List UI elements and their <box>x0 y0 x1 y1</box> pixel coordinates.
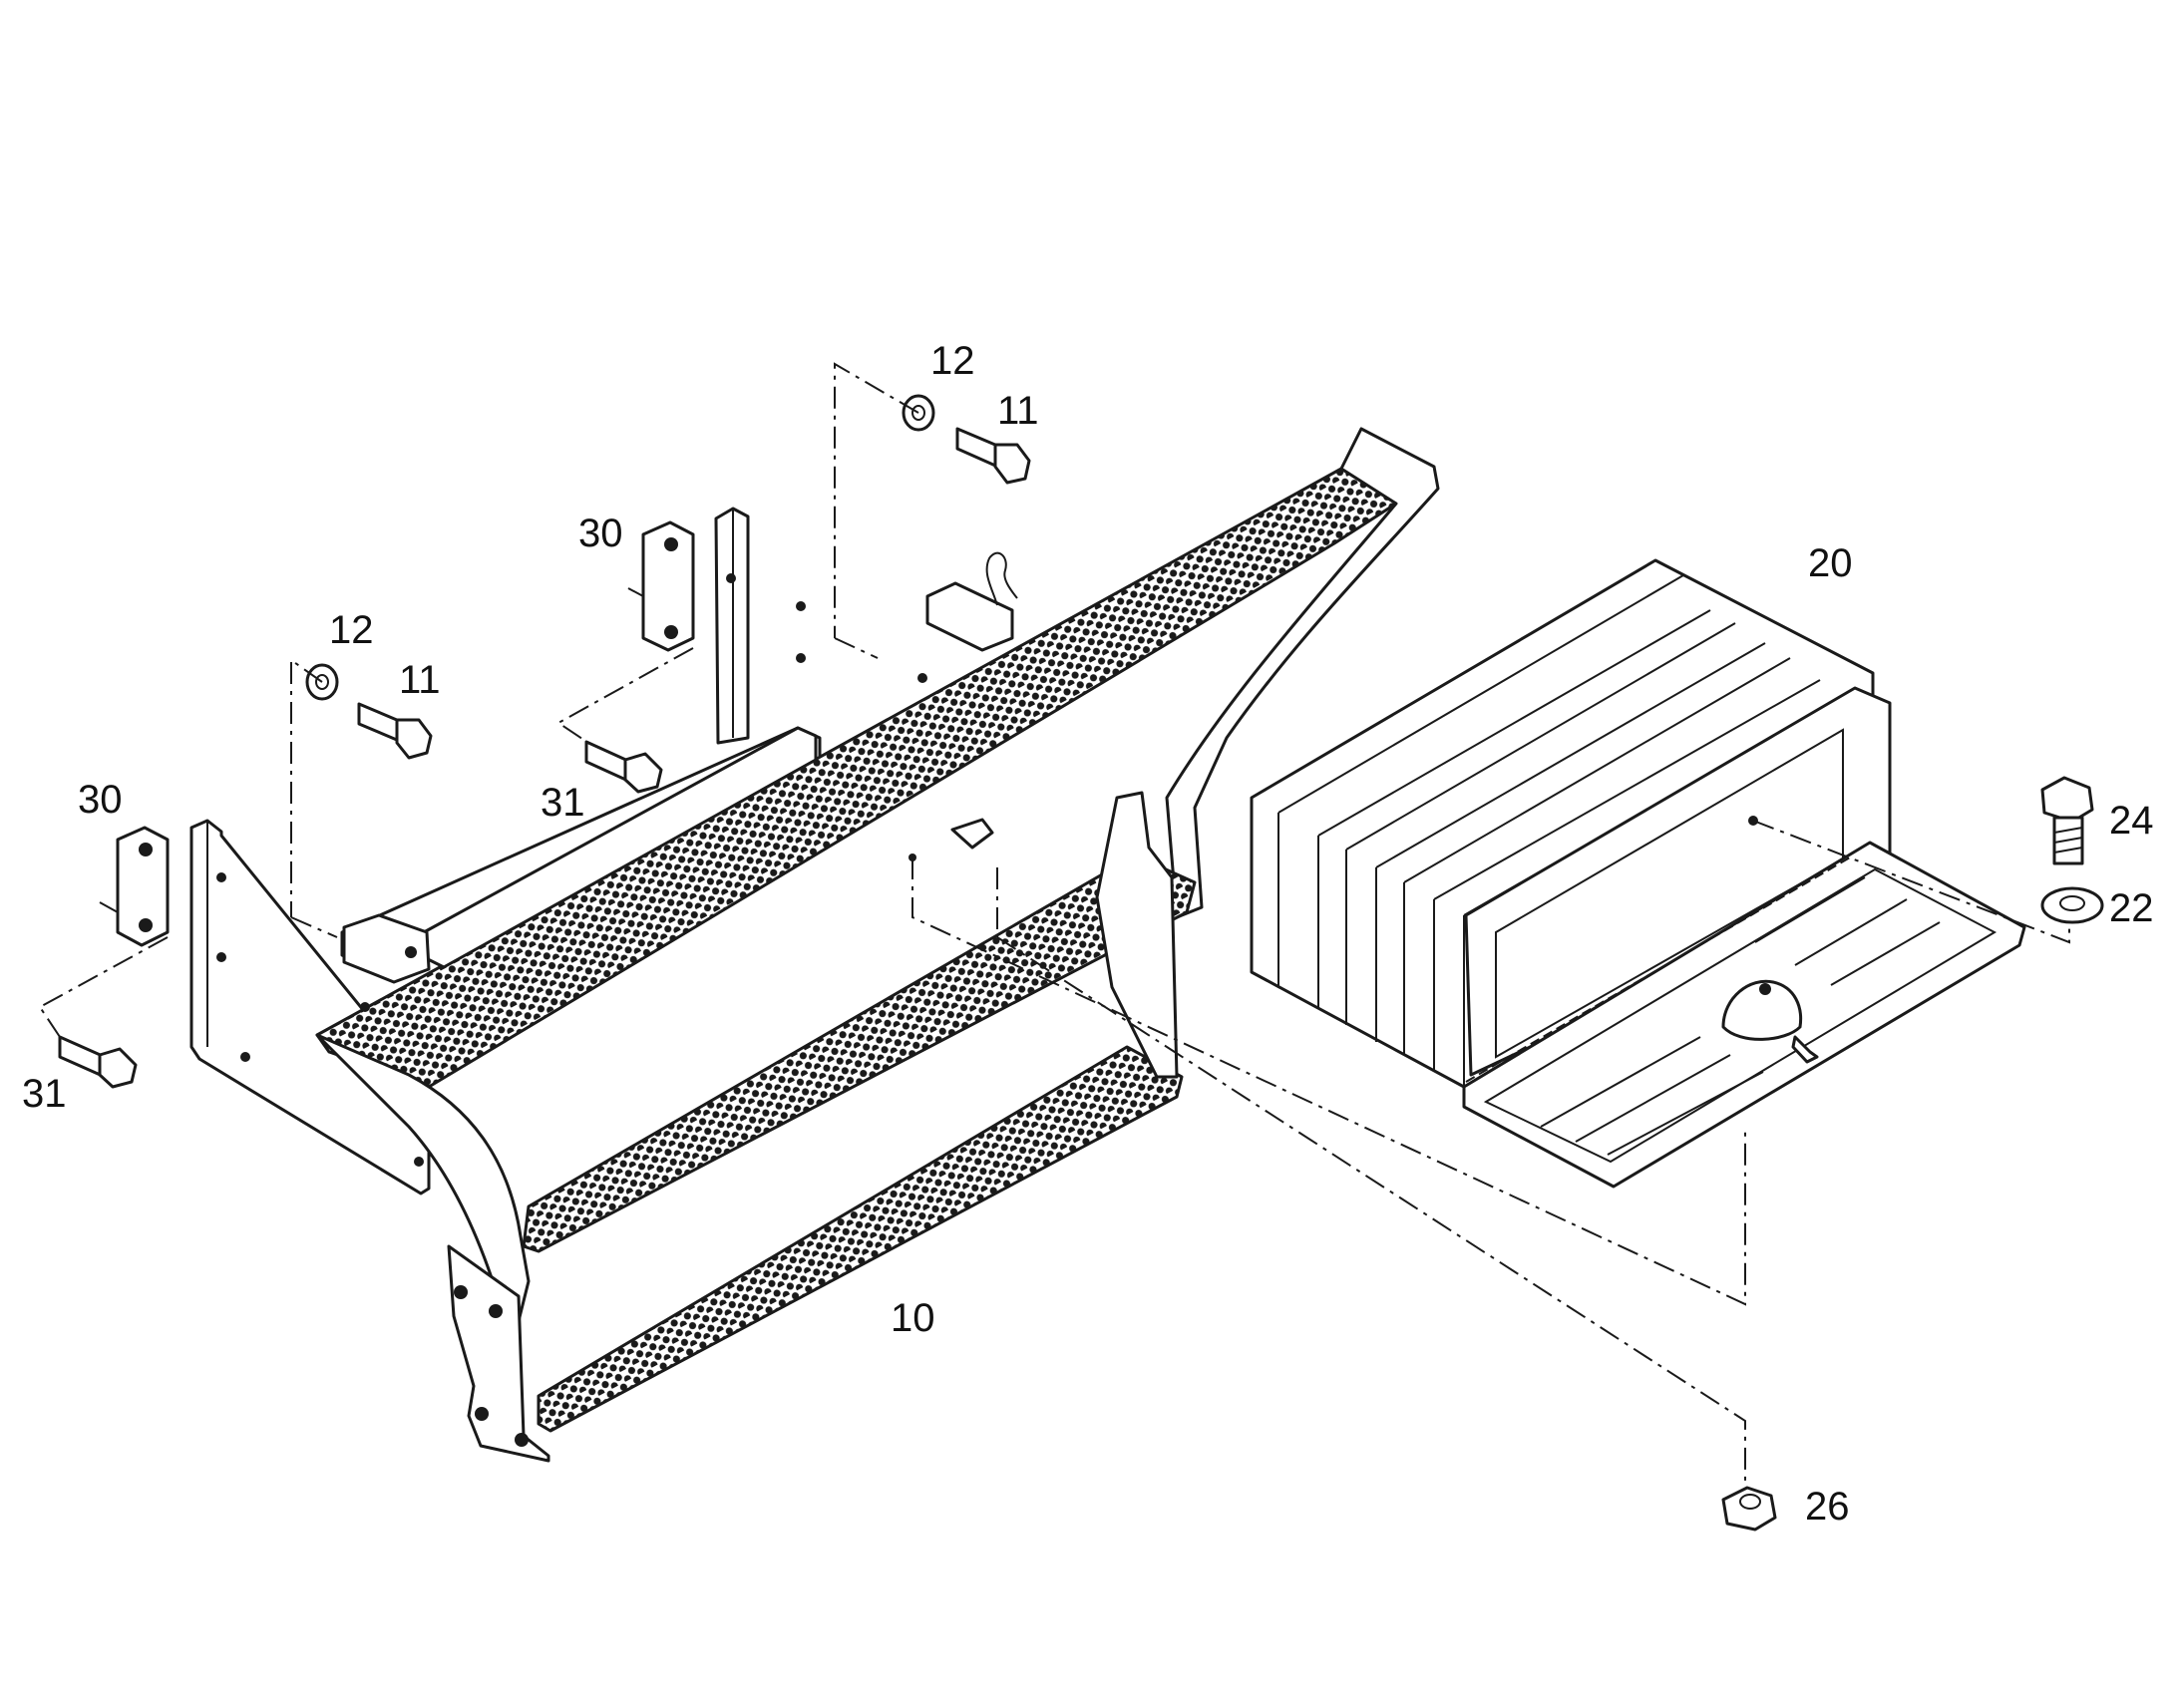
clamp-plate-left <box>116 826 170 947</box>
front-leg <box>447 1244 550 1463</box>
top-tread-end-cap <box>1165 427 1440 919</box>
clamp-plate-right <box>641 520 695 652</box>
rear-mount-block <box>925 581 1014 652</box>
tool-box <box>1250 558 2026 1189</box>
box-opening-frame <box>1464 686 1892 1077</box>
callout-31-left: 31 <box>22 1072 67 1116</box>
callout-30-right: 30 <box>578 512 623 555</box>
callout-24: 24 <box>2109 799 2154 843</box>
bolt-left <box>357 702 433 760</box>
top-tread <box>315 467 1398 1089</box>
leader-lines <box>38 362 2070 1486</box>
rail-mounting-block <box>342 913 431 984</box>
socket-screw-right <box>584 740 663 794</box>
callout-31-right: 31 <box>541 781 585 825</box>
callout-30-left: 30 <box>78 778 123 822</box>
socket-screw-left <box>58 1035 138 1089</box>
callout-12-right: 12 <box>930 339 975 383</box>
callout-20: 20 <box>1808 541 1853 585</box>
callout-11-left: 11 <box>399 658 441 702</box>
lower-tread <box>537 1045 1184 1433</box>
callout-12-left: 12 <box>329 608 374 652</box>
step-assembly <box>189 427 1440 1463</box>
hex-nut <box>1721 1486 1777 1532</box>
flat-washer <box>2040 886 2104 924</box>
callout-26: 26 <box>1805 1485 1850 1529</box>
bracket-tab <box>950 818 994 850</box>
callout-11-right: 11 <box>997 389 1039 433</box>
callout-22: 22 <box>2109 886 2154 930</box>
bolt-right <box>955 427 1031 485</box>
inner-stringer <box>1095 791 1179 1079</box>
lid-lock <box>1721 979 1803 1041</box>
hex-bolt <box>2040 776 2094 865</box>
callout-10: 10 <box>891 1296 935 1340</box>
